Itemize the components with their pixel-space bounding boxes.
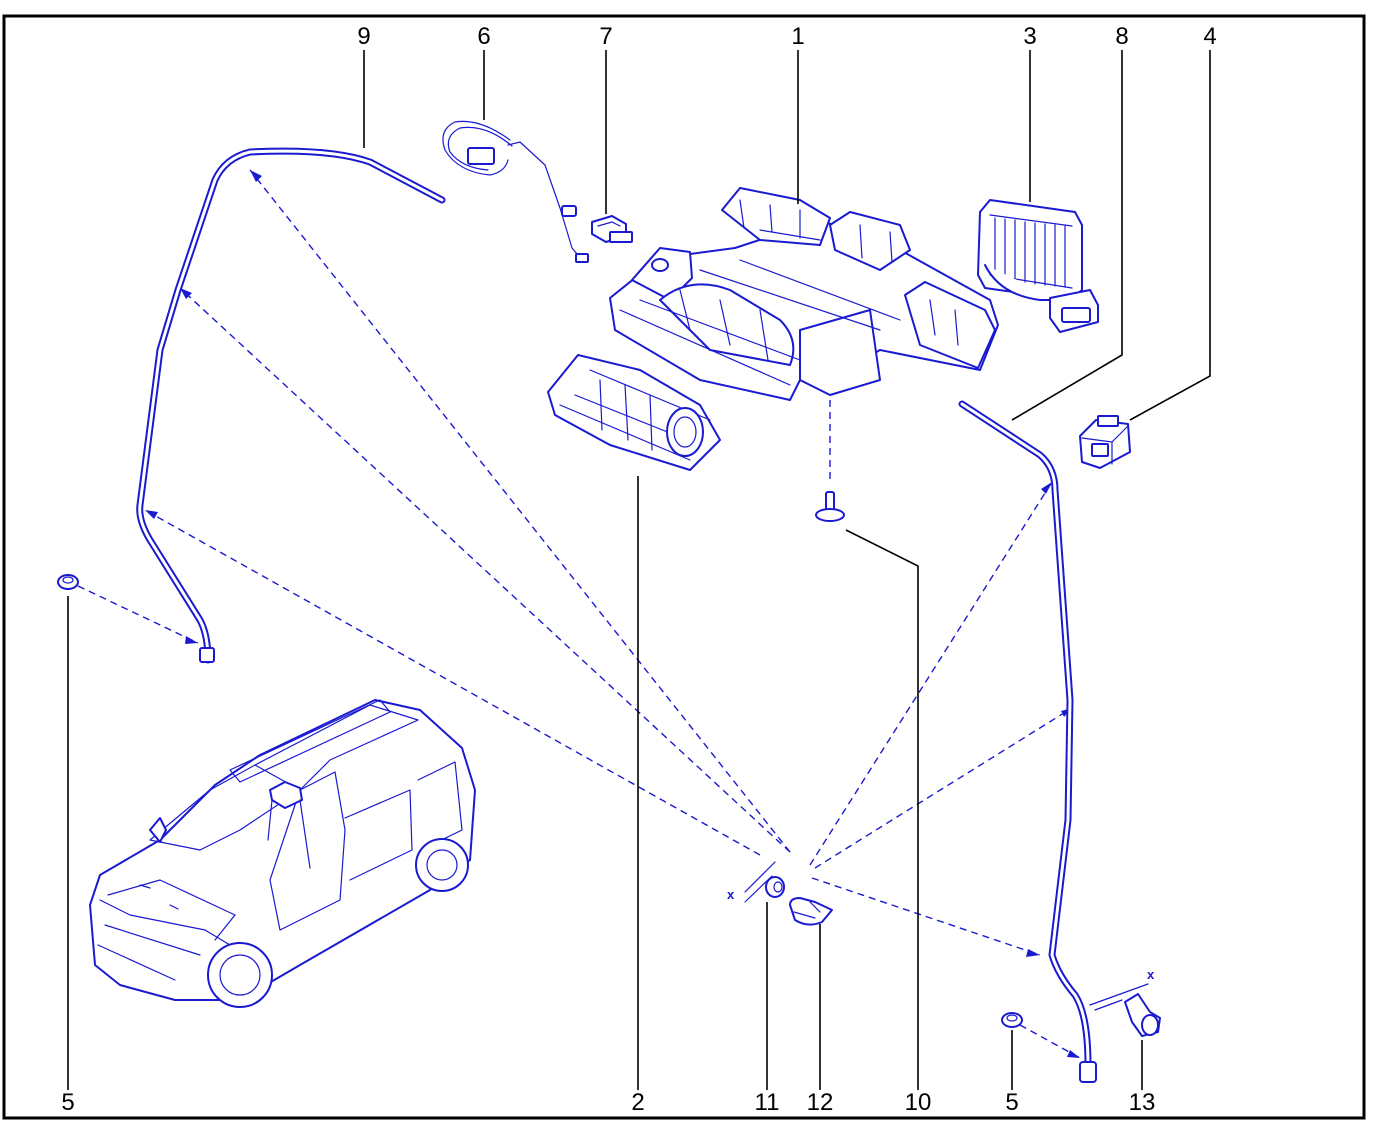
callout-4: 4 xyxy=(1203,23,1216,50)
assembly-guide-lines xyxy=(77,169,1081,1059)
right-drain-hose xyxy=(958,400,1097,1083)
callout-12: 12 xyxy=(807,1089,834,1116)
guide-line xyxy=(179,287,791,853)
arrow-head xyxy=(185,636,198,644)
guide-line xyxy=(249,169,791,853)
screw xyxy=(815,491,845,522)
sensor-connector xyxy=(591,215,633,243)
arrow-head xyxy=(145,510,158,519)
callout-3: 3 xyxy=(1023,23,1036,50)
guide-line xyxy=(814,707,1073,869)
callout-5-left: 5 xyxy=(61,1089,74,1116)
diagram-frame xyxy=(2,14,1366,1120)
callout-11: 11 xyxy=(755,1089,780,1116)
blower-module xyxy=(547,354,721,471)
leader-lines xyxy=(67,50,1211,1090)
guide-line xyxy=(811,877,1041,956)
drain-elbow xyxy=(1089,983,1161,1037)
callout-5-right: 5 xyxy=(1005,1089,1018,1116)
arrow-head xyxy=(1026,949,1040,957)
hvac-housing xyxy=(609,187,999,401)
callout-13: 13 xyxy=(1129,1089,1156,1116)
vehicle-illustration xyxy=(89,699,476,1008)
callout-10: 10 xyxy=(905,1089,932,1116)
grommet-right xyxy=(1001,1012,1023,1028)
arrow-head xyxy=(250,170,262,182)
callout-1: 1 xyxy=(791,23,804,50)
callout-8: 8 xyxy=(1115,23,1128,50)
hose-clip xyxy=(789,897,833,926)
grommet-left xyxy=(57,574,79,590)
callout-9: 9 xyxy=(357,23,370,50)
guide-line xyxy=(809,481,1053,866)
arrow-head xyxy=(1041,482,1052,494)
guide-line xyxy=(144,509,761,856)
guide-line xyxy=(77,585,199,644)
callout-6: 6 xyxy=(477,23,490,50)
arrow-head xyxy=(1067,1050,1080,1058)
control-module xyxy=(1079,415,1131,469)
dimension-mark: x xyxy=(1147,967,1155,982)
left-drain-hose xyxy=(136,147,446,664)
hose-clamp xyxy=(744,861,785,903)
wiring-harness xyxy=(442,120,589,263)
heater-core xyxy=(977,199,1099,333)
callout-2: 2 xyxy=(631,1089,644,1116)
dimension-mark: x xyxy=(727,887,735,902)
arrow-head xyxy=(180,288,192,299)
callout-7: 7 xyxy=(599,23,612,50)
